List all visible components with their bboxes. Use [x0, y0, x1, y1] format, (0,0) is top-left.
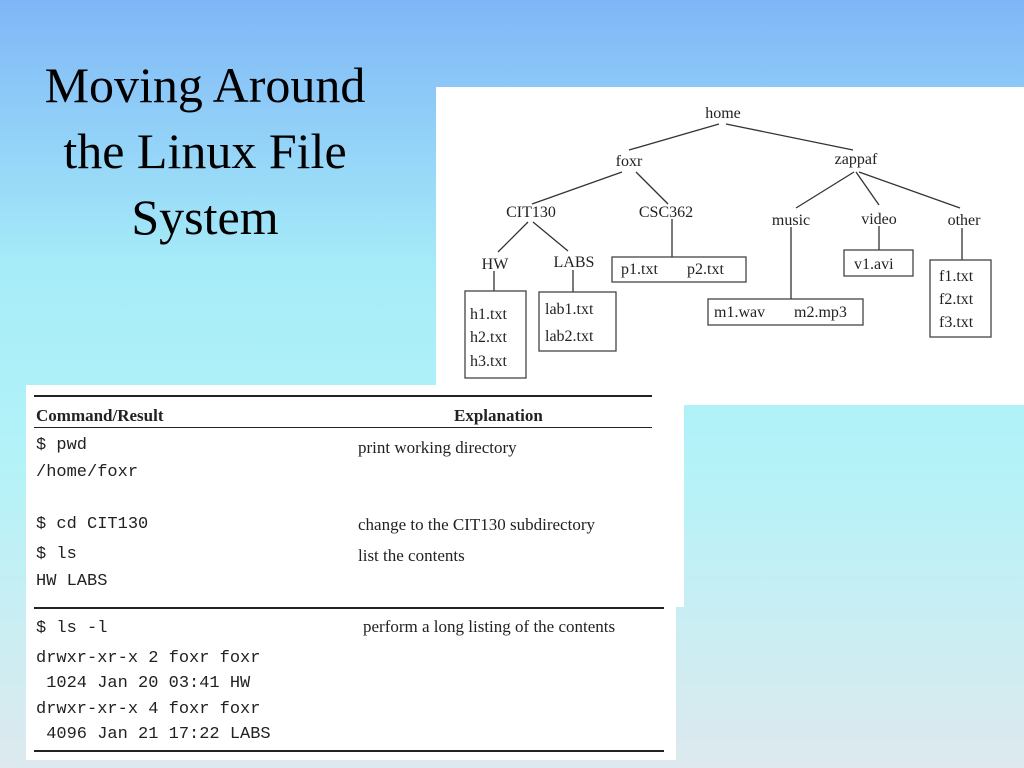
row-pwd-explanation: print working directory — [358, 438, 517, 457]
header-explanation: Explanation — [454, 406, 543, 425]
video-files-box — [843, 249, 914, 277]
node-other: other — [948, 212, 982, 229]
table-bottom-rule — [34, 750, 664, 752]
edge-home-zappaf — [725, 123, 854, 151]
file-f3: f3.txt — [939, 314, 974, 331]
row-pwd-result: /home/foxr — [36, 463, 139, 482]
slide-title-line-2: the Linux File — [63, 123, 347, 179]
node-labs: LABS — [554, 254, 595, 271]
csc362-files-box — [611, 256, 747, 283]
hw-files-box — [464, 290, 527, 379]
row-pwd-command: $ pwd — [36, 436, 88, 455]
command-table-top: Command/Result Explanation $ pwd print w… — [26, 385, 684, 607]
edge-cit130-labs — [532, 221, 569, 252]
row-cd-command: $ cd CIT130 — [36, 515, 149, 534]
directory-tree-figure: home foxr zappaf CIT130 CSC362 music vid… — [436, 87, 1024, 405]
section-rule — [34, 607, 664, 609]
tree-edges — [493, 123, 963, 299]
row-lsl-command: $ ls -l — [36, 619, 108, 638]
node-music: music — [772, 212, 810, 229]
node-home: home — [705, 105, 741, 122]
row-lsl-result-4: 4096 Jan 21 17:22 LABS — [36, 725, 271, 744]
labs-files-box — [538, 291, 617, 352]
header-rule — [34, 427, 652, 428]
row-ls-command: $ ls — [36, 545, 77, 564]
row-lsl-result-1: drwxr-xr-x 2 foxr foxr — [36, 649, 261, 668]
file-f2: f2.txt — [939, 291, 974, 308]
file-f1: f1.txt — [939, 268, 974, 285]
table-top-rule — [34, 395, 652, 397]
file-h1: h1.txt — [470, 306, 507, 323]
directory-tree-diagram: home foxr zappaf CIT130 CSC362 music vid… — [464, 105, 992, 379]
node-cit130: CIT130 — [506, 204, 556, 221]
music-files-box — [707, 298, 864, 326]
node-video: video — [861, 211, 897, 228]
file-lab1: lab1.txt — [545, 301, 594, 318]
command-table-bottom: $ ls -l perform a long listing of the co… — [26, 607, 676, 760]
edge-home-foxr — [628, 123, 720, 151]
file-m1: m1.wav — [714, 304, 765, 321]
row-lsl-result-2: 1024 Jan 20 03:41 HW — [36, 674, 251, 693]
file-h2: h2.txt — [470, 329, 507, 346]
node-csc362: CSC362 — [639, 204, 693, 221]
edge-zappaf-other — [858, 171, 961, 209]
slide-title-line-1: Moving Around — [44, 57, 366, 113]
edge-zappaf-video — [855, 171, 880, 206]
edge-foxr-cit130 — [531, 171, 623, 205]
row-cd-explanation: change to the CIT130 subdirectory — [358, 515, 595, 534]
file-p2: p2.txt — [687, 261, 724, 278]
slide-title: Moving Around the Linux File System — [10, 52, 400, 250]
other-files-box — [929, 259, 992, 338]
edge-cit130-hw — [497, 221, 529, 253]
file-h3: h3.txt — [470, 353, 507, 370]
node-hw: HW — [482, 256, 510, 273]
header-command: Command/Result — [36, 406, 164, 425]
edge-zappaf-music — [795, 171, 855, 209]
slide-title-line-3: System — [131, 189, 279, 245]
file-v1: v1.avi — [854, 256, 894, 273]
file-m2: m2.mp3 — [794, 304, 847, 321]
node-zappaf: zappaf — [835, 151, 878, 168]
file-lab2: lab2.txt — [545, 328, 594, 345]
node-foxr: foxr — [616, 153, 643, 170]
row-ls-result: HW LABS — [36, 572, 108, 591]
row-ls-explanation: list the contents — [358, 546, 465, 565]
edge-foxr-csc362 — [635, 171, 669, 205]
row-lsl-result-3: drwxr-xr-x 4 foxr foxr — [36, 700, 261, 719]
row-lsl-explanation: perform a long listing of the contents — [363, 617, 616, 636]
file-p1: p1.txt — [621, 261, 658, 278]
